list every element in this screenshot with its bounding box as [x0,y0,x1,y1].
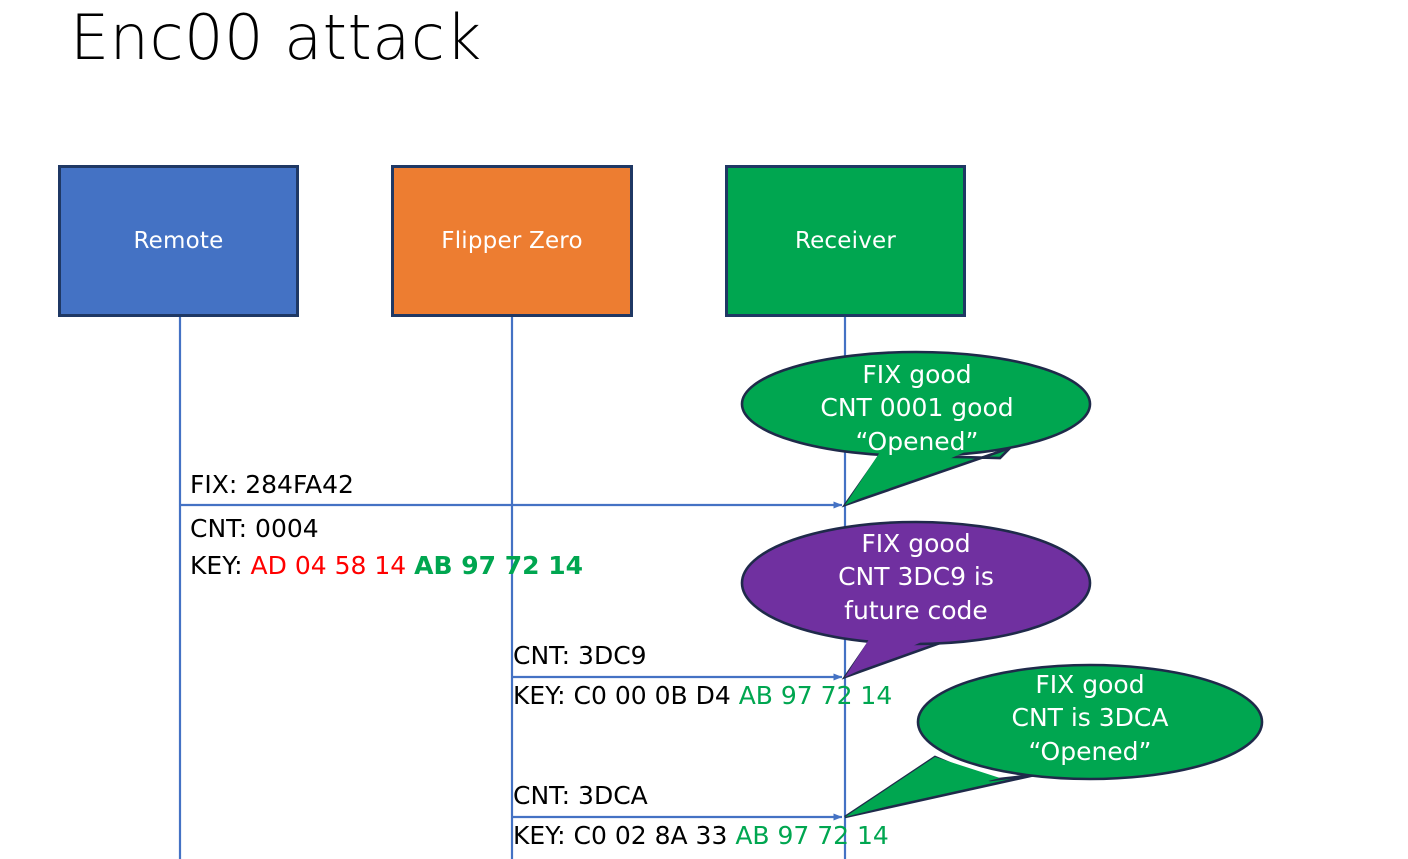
message-label-cnt-3dca: CNT: 3DCA [513,781,648,810]
key-black-part-3: C0 02 8A 33 [573,821,728,850]
callout-ellipse-3 [916,663,1264,781]
page-title: Enc00 attack [70,1,482,74]
callout-2-line-2: CNT 3DC9 is [838,562,994,592]
callout-bubble-2 [740,520,1092,680]
callout-1-line-1: FIX good [862,360,972,389]
key-green-part-2: AB 97 72 14 [738,681,893,710]
callout-text-1: FIX good CNT 0001 good “Opened” [743,358,1091,458]
message-label-cnt-0004: CNT: 0004 [190,514,319,543]
message-label-cnt-3dc9: CNT: 3DC9 [513,641,647,670]
key-black-part-2: C0 00 0B D4 [573,681,731,710]
callout-bubble-1 [740,350,1092,508]
actor-box-remote[interactable]: Remote [58,165,299,317]
callout-text-3: FIX good CNT is 3DCA “Opened” [917,668,1263,768]
callout-1-line-3: “Opened” [855,426,979,456]
callout-3-line-2: CNT is 3DCA [1011,703,1169,733]
message-label-key-flipper-1: KEY: C0 00 0B D4 AB 97 72 14 [513,681,892,711]
key-prefix-1: KEY: [190,551,251,580]
callout-tail-fill-3 [845,757,1000,817]
message-label-key-flipper-2: KEY: C0 02 8A 33 AB 97 72 14 [513,821,889,851]
actor-label-flipper-zero: Flipper Zero [441,228,583,254]
actor-box-flipper-zero[interactable]: Flipper Zero [391,165,633,317]
callout-text-2: FIX good CNT 3DC9 is future code [742,527,1090,627]
callout-bubble-3 [844,663,1264,819]
actor-label-receiver: Receiver [794,228,897,254]
callout-2-line-1: FIX good [861,529,971,558]
message-label-key-remote: KEY: AD 04 58 14 AB 97 72 14 [190,551,583,581]
key-green-part-1: AB 97 72 14 [414,551,583,580]
actor-label-remote: Remote [133,228,224,254]
callout-1-line-2: CNT 0001 good [820,393,1014,423]
key-prefix-2: KEY: [513,681,574,710]
key-green-part-3: AB 97 72 14 [735,821,889,850]
callout-tail-fill-1 [845,452,965,505]
callout-tail-fill-2 [845,622,965,677]
actor-box-receiver[interactable]: Receiver [725,165,966,317]
key-prefix-3: KEY: [513,821,574,850]
callout-3-line-1: FIX good [1035,670,1145,699]
key-red-part-1: AD 04 58 14 [250,551,407,580]
callout-2-line-3: future code [844,595,988,625]
callout-3-line-3: “Opened” [1028,736,1152,766]
message-label-fix: FIX: 284FA42 [190,470,354,499]
